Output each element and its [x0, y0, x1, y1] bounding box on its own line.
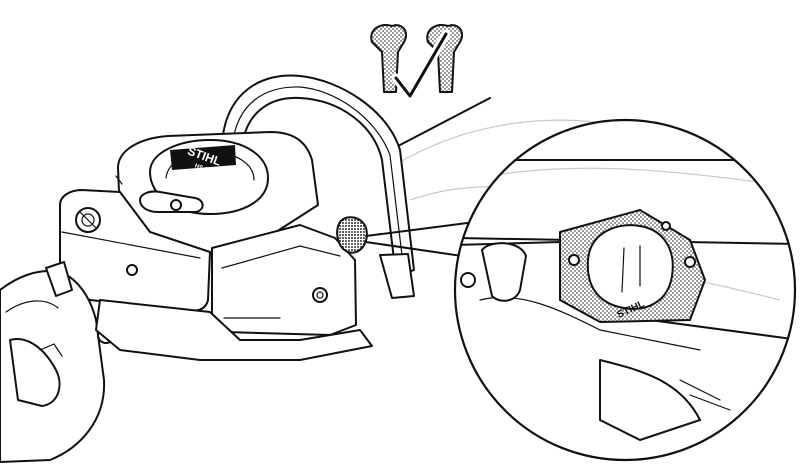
- magnifier-detail: STIHL: [453, 118, 797, 462]
- stihl-logo-badge: STIHL HS 82 R: [170, 144, 236, 177]
- gloves-icon: [370, 24, 464, 93]
- engine-housing: STIHL HS 82 R: [115, 131, 319, 256]
- air-filter-box: [211, 224, 357, 336]
- rear-handle: [0, 261, 115, 463]
- fuel-tank: [59, 189, 211, 312]
- adjustment-knob-small: [336, 216, 368, 254]
- callout-pointer: [365, 221, 476, 257]
- handle-loop: [221, 74, 415, 299]
- gear-housing: [95, 299, 373, 361]
- checkmark-icon: [391, 29, 451, 101]
